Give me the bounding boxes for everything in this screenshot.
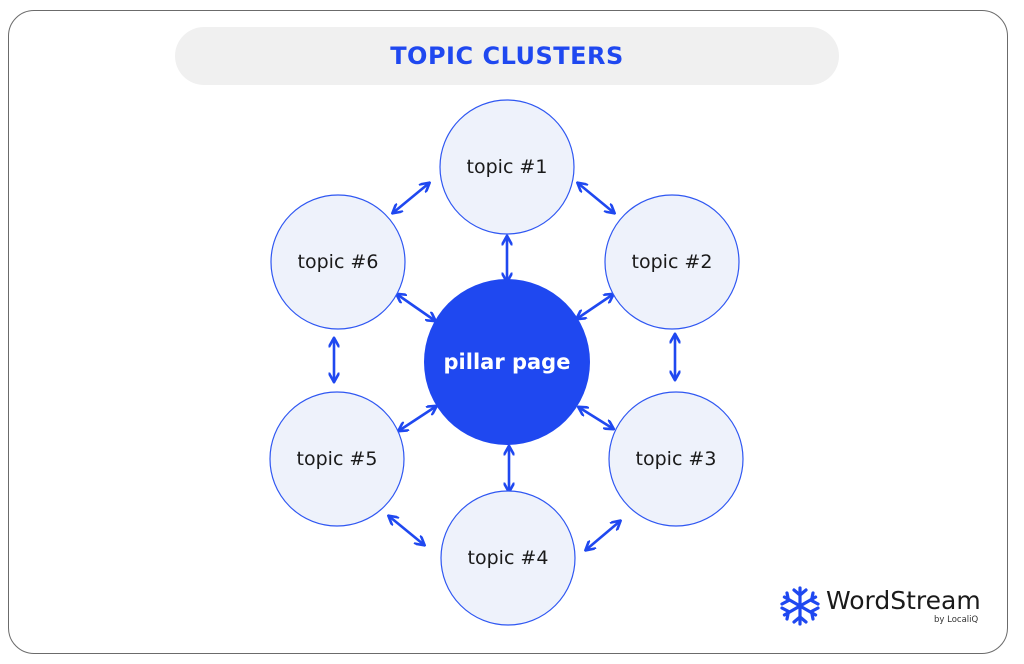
topic-label: topic #5 [297, 448, 378, 470]
topic-node-4: topic #4 [440, 490, 576, 626]
logo-wordmark: WordStream [826, 586, 981, 615]
topic-node-3: topic #3 [608, 391, 744, 527]
topic-node-5: topic #5 [269, 391, 405, 527]
arrow-topic6-pillar [398, 295, 434, 320]
topic-label: topic #3 [636, 448, 717, 470]
wordstream-snowflake-icon [780, 586, 820, 626]
topic-node-6: topic #6 [270, 194, 406, 330]
topic-node-1: topic #1 [439, 99, 575, 235]
topic-label: topic #1 [467, 156, 548, 178]
topic-node-2: topic #2 [604, 194, 740, 330]
diagram-title: TOPIC CLUSTERS [390, 42, 624, 70]
pillar-label: pillar page [444, 350, 571, 374]
title-banner: TOPIC CLUSTERS [175, 27, 839, 85]
wordstream-logo: WordStream by LocaliQ [778, 584, 993, 632]
topic-label: topic #6 [298, 251, 379, 273]
pillar-node: pillar page [424, 279, 590, 445]
topic-label: topic #4 [468, 547, 549, 569]
arrow-topic3-topic4 [587, 522, 619, 549]
arrow-topic3-pillar [580, 408, 612, 428]
arrow-topic1-topic2 [579, 184, 613, 212]
arrow-topic6-topic1 [394, 184, 428, 212]
logo-tagline: by LocaliQ [934, 615, 979, 625]
connector-arrows [334, 184, 675, 549]
arrow-topic2-pillar [578, 295, 612, 318]
arrow-topic5-pillar [400, 407, 435, 430]
topic-label: topic #2 [632, 251, 713, 273]
arrow-topic4-topic5 [390, 517, 423, 544]
